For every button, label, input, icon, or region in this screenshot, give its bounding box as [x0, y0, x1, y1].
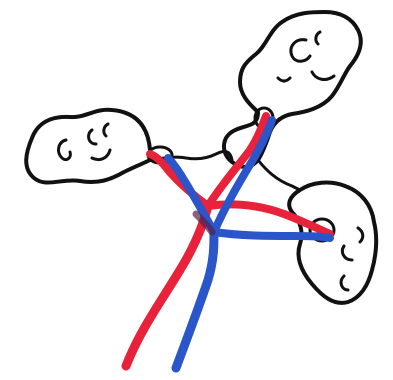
- left-lobe-squiggle-3: [104, 124, 108, 136]
- upper-lobe-squiggle-1: [291, 40, 310, 62]
- left-lobe-outline: [26, 110, 150, 183]
- right-lower-lobe-outline: [289, 183, 376, 303]
- lower-lobe-squiggle-1: [342, 246, 352, 260]
- left-lobe-squiggle-4: [92, 150, 110, 160]
- upper-lobe-squiggle-4: [278, 78, 290, 81]
- left-lobe-squiggle-1: [59, 140, 71, 160]
- upper-lobe-squiggle-2: [316, 32, 320, 44]
- lower-lobe-squiggle-3: [358, 228, 363, 242]
- upper-lobe-squiggle-3: [312, 72, 334, 79]
- upper-right-lobe-outline: [224, 12, 361, 167]
- lower-lobe-squiggle-2: [341, 276, 348, 290]
- left-lobe-squiggle-2: [89, 130, 96, 144]
- vein-lower-branch: [214, 232, 330, 238]
- vein-upper-branch: [214, 120, 272, 232]
- lobe-connector-lower: [258, 160, 300, 190]
- artery-main-trunk: [126, 206, 208, 366]
